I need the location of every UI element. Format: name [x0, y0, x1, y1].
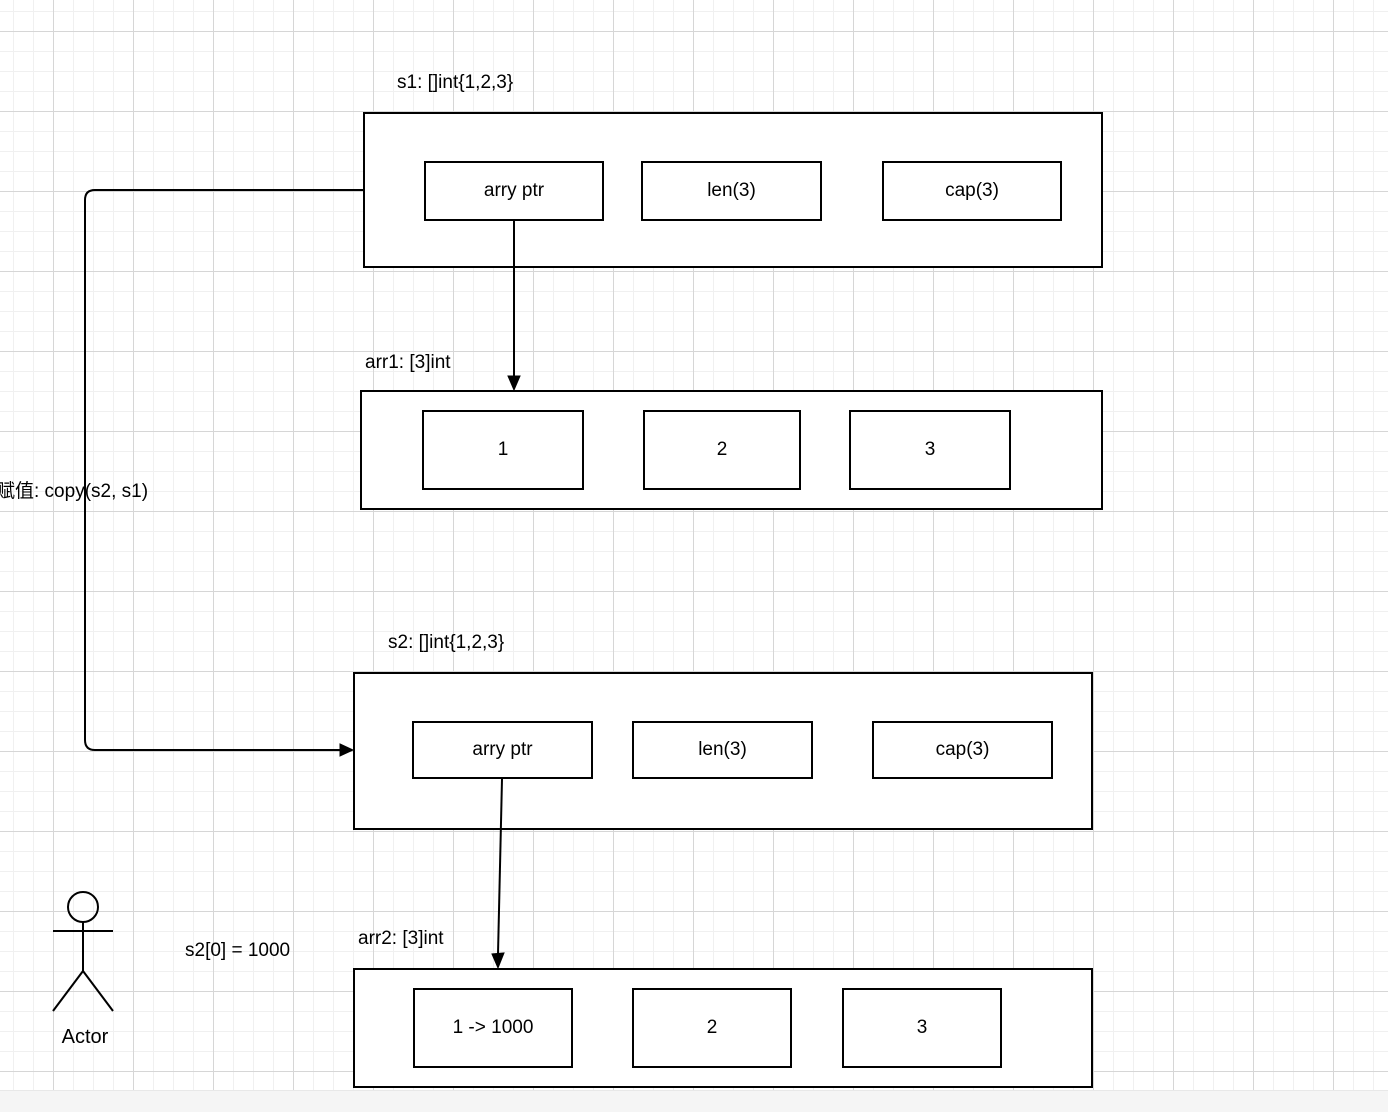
arr2-cell-1[interactable]: 2 [632, 988, 792, 1068]
actor-label[interactable]: Actor [61, 1026, 109, 1048]
s2-title[interactable]: s2: []int{1,2,3} [388, 632, 505, 653]
canvas-bottom-strip [0, 1090, 1388, 1112]
copy-call-label[interactable]: 赋值: copy(s2, s1) [0, 481, 149, 502]
assignment-label[interactable]: s2[0] = 1000 [185, 940, 291, 961]
arr1-cell-1[interactable]: 2 [643, 410, 801, 490]
arr1-title[interactable]: arr1: [3]int [365, 352, 451, 373]
arr1-cell-2[interactable]: 3 [849, 410, 1011, 490]
s1-cell-cap[interactable]: cap(3) [882, 161, 1062, 221]
s2-cell-arry-ptr[interactable]: arry ptr [412, 721, 593, 779]
arr2-cell-2[interactable]: 3 [842, 988, 1002, 1068]
arr2-cell-0[interactable]: 1 -> 1000 [413, 988, 573, 1068]
arr2-title[interactable]: arr2: [3]int [358, 928, 444, 949]
s2-cell-len[interactable]: len(3) [632, 721, 813, 779]
s1-cell-len[interactable]: len(3) [641, 161, 822, 221]
arr1-cell-0[interactable]: 1 [422, 410, 584, 490]
s1-title[interactable]: s1: []int{1,2,3} [397, 72, 514, 93]
s1-cell-arry-ptr[interactable]: arry ptr [424, 161, 604, 221]
s2-cell-cap[interactable]: cap(3) [872, 721, 1053, 779]
